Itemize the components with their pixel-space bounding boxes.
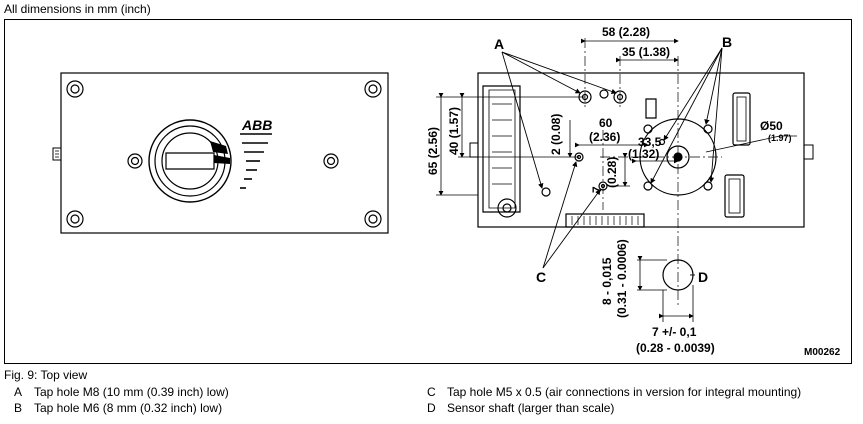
tap-hole-a-icon: [578, 90, 627, 104]
callout-leaders: [501, 47, 723, 276]
dim-65: 65 (2.56): [426, 127, 440, 175]
dim-8-tolerance: 8 - 0,015: [600, 257, 614, 305]
dimensions-note: All dimensions in mm (inch): [4, 2, 151, 16]
legend-key: B: [14, 401, 23, 415]
callout-a: A: [494, 36, 504, 52]
selector-knob-icon: [148, 119, 232, 203]
dim-7-vertical-inch: (0.28): [605, 157, 619, 188]
dim-60: 60: [599, 116, 613, 130]
corner-screw-icon: [66, 80, 382, 228]
legend-item-a: A Tap hole M8 (10 mm (0.39 inch) low): [14, 385, 229, 399]
dim-diameter-50: Ø50: [760, 119, 783, 133]
drawing-frame: [4, 19, 852, 364]
dim-33-5-inch: (1.32): [628, 147, 659, 161]
legend-item-b: B Tap hole M6 (8 mm (0.32 inch) low): [14, 401, 222, 415]
legend-key: A: [14, 385, 23, 399]
callout-d: D: [698, 269, 708, 285]
dim-58: 58 (2.28): [602, 25, 650, 39]
legend-text: Tap hole M8 (10 mm (0.39 inch) low): [34, 385, 229, 399]
legend-item-c: C Tap hole M5 x 0.5 (air connections in v…: [427, 385, 801, 399]
legend-text: Tap hole M5 x 0.5 (air connections in ve…: [447, 385, 802, 399]
scale-marks: [240, 133, 272, 189]
legend-key: C: [427, 385, 436, 399]
abb-logo: ABB: [241, 117, 272, 133]
dim-diameter-50-inch: (1.97): [768, 133, 792, 143]
dim-40: 40 (1.57): [447, 107, 461, 155]
mount-hole-icon: [497, 198, 517, 218]
legend-item-d: D Sensor shaft (larger than scale): [427, 401, 614, 415]
dim-7-tolerance: 7 +/- 0,1: [652, 325, 697, 339]
bottom-connector: [565, 213, 645, 228]
dim-7-vertical: 7: [590, 186, 604, 193]
drawing-id: M00262: [804, 347, 841, 358]
slot-upper: [732, 92, 751, 146]
slot-lower: [724, 174, 745, 218]
figure-caption: Fig. 9: Top view: [4, 368, 88, 382]
dim-8-tolerance-inch: (0.31 - 0.0006): [615, 239, 629, 318]
legend-text: Tap hole M6 (8 mm (0.32 inch) low): [34, 401, 223, 415]
dim-33-5: 33,5: [638, 135, 662, 149]
dim-60-inch: (2.36): [589, 130, 620, 144]
legend-key: D: [427, 401, 436, 415]
sensor-shaft-icon: [637, 256, 694, 322]
legend-text: Sensor shaft (larger than scale): [447, 401, 615, 415]
callout-b: B: [722, 34, 732, 50]
dim-2: 2 (0.08): [549, 114, 563, 155]
dim-35: 35 (1.38): [622, 45, 670, 59]
tap-hole-b-icon: [643, 124, 713, 191]
side-screw-icon: [127, 153, 339, 169]
front-view: [52, 72, 389, 234]
dim-7-tolerance-inch: (0.28 - 0.0039): [636, 341, 715, 355]
callout-c: C: [536, 269, 546, 285]
dimension-lines: [436, 38, 797, 196]
